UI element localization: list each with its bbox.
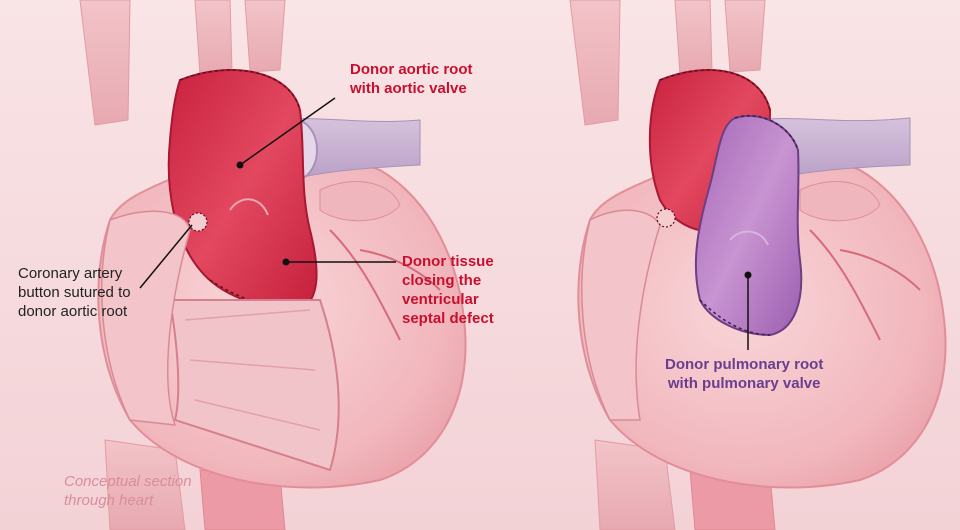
- coronary-button-label: Coronary artery button sutured to donor …: [18, 264, 131, 321]
- septal-label-line-3: ventricular: [402, 291, 479, 308]
- coronary-label-line-1: Coronary artery: [18, 265, 123, 282]
- left-heart-illustration: [79, 0, 467, 530]
- aortic-root-label-line-2: with aortic valve: [350, 80, 467, 97]
- pulmonary-label-line-1: Donor pulmonary root: [665, 356, 824, 373]
- aortic-root-label-line-1: Donor aortic root: [350, 61, 473, 78]
- coronary-label-line-3: donor aortic root: [18, 303, 128, 320]
- aortic-root-label: Donor aortic root with aortic valve: [350, 60, 473, 98]
- pulmonary-label-line-2: with pulmonary valve: [667, 375, 821, 392]
- section-note-line-1: Conceptual section: [64, 473, 192, 490]
- pulmonary-root-label: Donor pulmonary root with pulmonary valv…: [665, 355, 823, 393]
- septal-label-line-2: closing the: [402, 272, 482, 289]
- septal-label-line-1: Donor tissue: [402, 253, 494, 270]
- right-heart-illustration: [569, 0, 947, 530]
- section-note-label: Conceptual section through heart: [64, 472, 192, 510]
- septal-defect-label: Donor tissue closing the ventricular sep…: [402, 252, 494, 328]
- section-note-line-2: through heart: [64, 492, 154, 509]
- coronary-label-line-2: button sutured to: [18, 284, 131, 301]
- septal-label-line-4: septal defect: [402, 310, 494, 327]
- suture-line: [179, 69, 301, 111]
